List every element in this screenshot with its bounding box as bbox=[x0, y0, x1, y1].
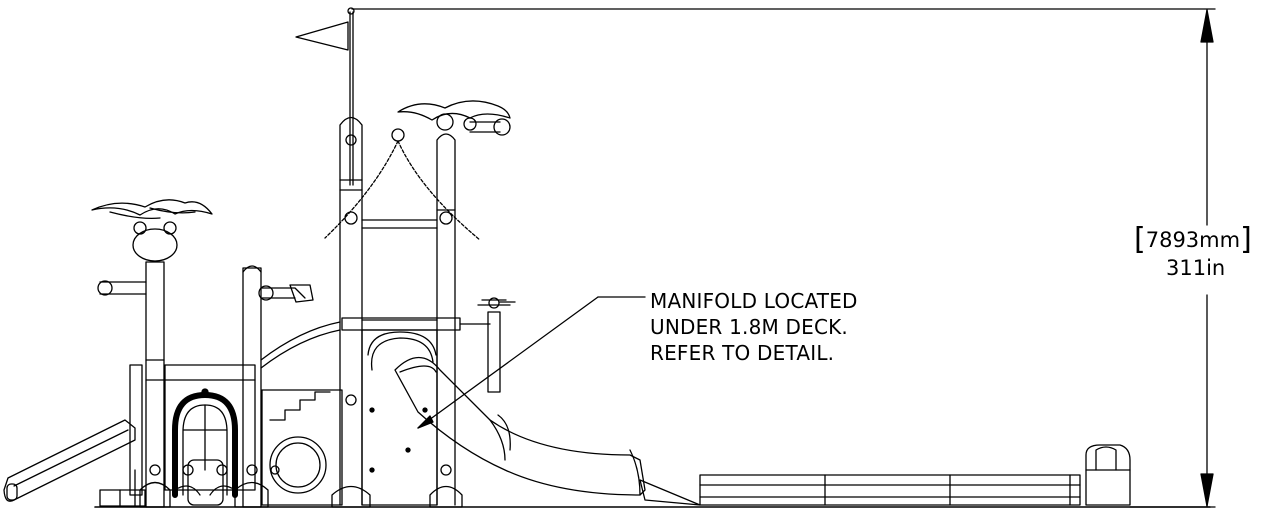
right-palm-post bbox=[397, 100, 511, 508]
dimension-metric: 7893mm bbox=[1145, 228, 1241, 252]
roof-net bbox=[324, 128, 481, 321]
manifold-leader bbox=[417, 296, 646, 429]
callout-line-3: REFER TO DETAIL. bbox=[650, 341, 835, 365]
bracket-open: [ bbox=[1134, 222, 1146, 257]
height-dimension bbox=[351, 8, 1216, 508]
callout-line-1: MANIFOLD LOCATED bbox=[650, 289, 858, 313]
height-dimension-label: [7893mm] 311in bbox=[1124, 225, 1274, 282]
dimension-imperial: 311in bbox=[1166, 256, 1226, 280]
long-bench bbox=[699, 474, 1081, 506]
manifold-callout: MANIFOLD LOCATED UNDER 1.8M DECK. REFER … bbox=[650, 288, 858, 366]
left-tunnel-panel bbox=[129, 364, 256, 506]
bracket-close: ] bbox=[1240, 222, 1252, 257]
main-flag-tower bbox=[295, 7, 371, 508]
callout-line-2: UNDER 1.8M DECK. bbox=[650, 315, 848, 339]
end-spray-cap bbox=[1085, 444, 1131, 506]
tube-slide bbox=[367, 331, 701, 506]
left-slide bbox=[3, 419, 136, 502]
left-palm-tower bbox=[91, 199, 213, 508]
spinner-post bbox=[477, 297, 516, 393]
middle-post bbox=[234, 265, 314, 508]
deck-band bbox=[341, 317, 491, 506]
base-footings bbox=[99, 469, 146, 507]
dimension-metric-row: [7893mm] bbox=[1124, 225, 1274, 255]
stair-panel bbox=[260, 321, 343, 506]
